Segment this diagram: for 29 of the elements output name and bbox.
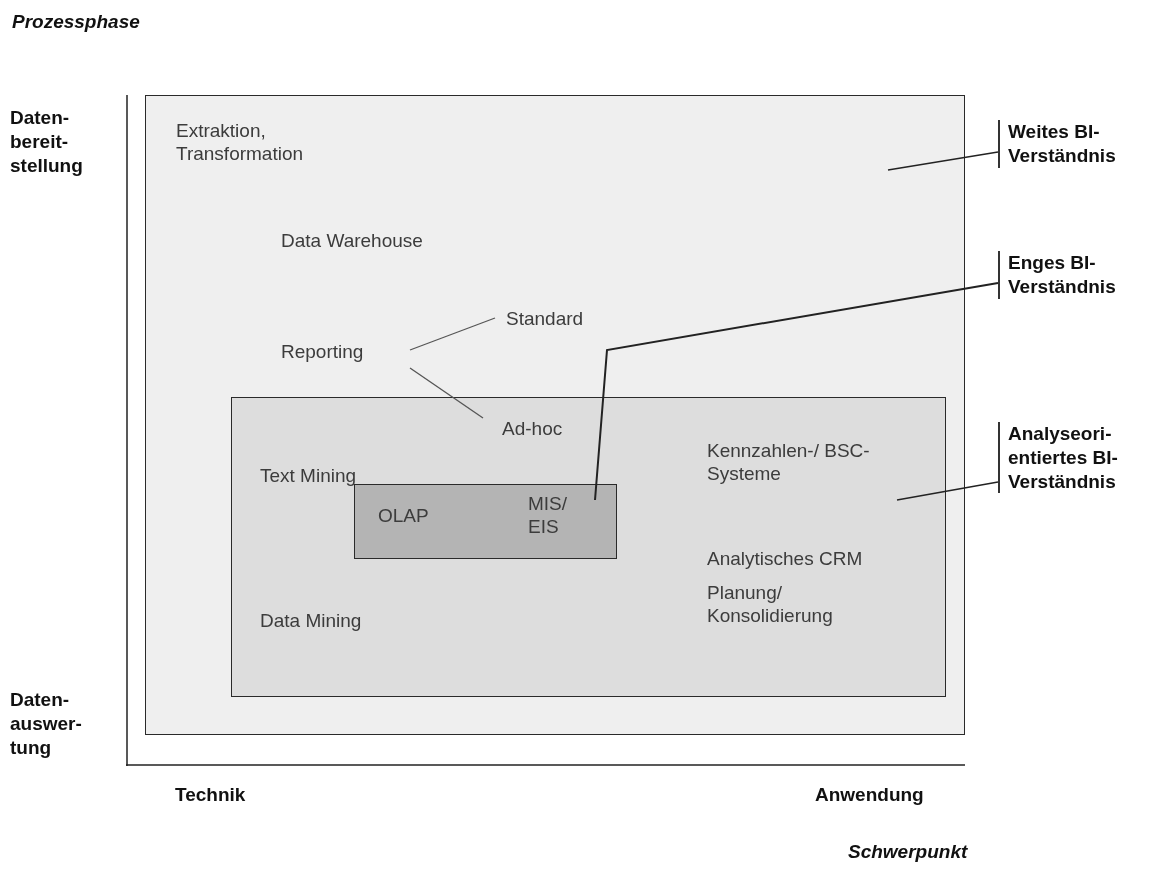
region-box xyxy=(145,95,965,735)
scope-label: Weites BI- Verständnis xyxy=(998,120,1168,168)
term-label: Ad-hoc xyxy=(502,418,582,441)
region-box xyxy=(354,484,617,559)
leader-line xyxy=(887,151,999,171)
axis-label: Daten- auswer- tung xyxy=(10,688,83,760)
region-text: Kennzahlen-/ BSC-Systeme xyxy=(707,440,871,486)
region-text: Data Mining xyxy=(260,610,363,633)
scope-label: Enges BI- Verständnis xyxy=(998,251,1168,299)
region-text: MIS/ EIS xyxy=(528,493,569,539)
axis-label: Daten- bereit- stellung xyxy=(10,106,84,178)
leader-line xyxy=(896,481,999,501)
region-text: Data Warehouse xyxy=(281,230,424,253)
region-text: Planung/ Konsolidierung xyxy=(707,582,834,628)
region-text: Extraktion, Transformation xyxy=(176,120,305,166)
connector-line xyxy=(409,317,496,351)
term-label: Reporting xyxy=(281,341,391,364)
connector-line xyxy=(409,367,484,419)
scope-label: Analyseori- entiertes BI- Verständnis xyxy=(998,422,1168,494)
term-label: Standard xyxy=(506,308,606,331)
region-text: Text Mining xyxy=(260,465,358,488)
axis-label: Schwerpunkt xyxy=(848,840,969,864)
leader-line xyxy=(594,282,999,501)
axis-label: Anwendung xyxy=(815,783,925,807)
axis-label: Technik xyxy=(175,783,247,807)
region-box xyxy=(231,397,946,697)
axis-label: Prozessphase xyxy=(12,10,141,34)
region-text: Analytisches CRM xyxy=(707,548,864,571)
region-text: OLAP xyxy=(378,505,430,528)
